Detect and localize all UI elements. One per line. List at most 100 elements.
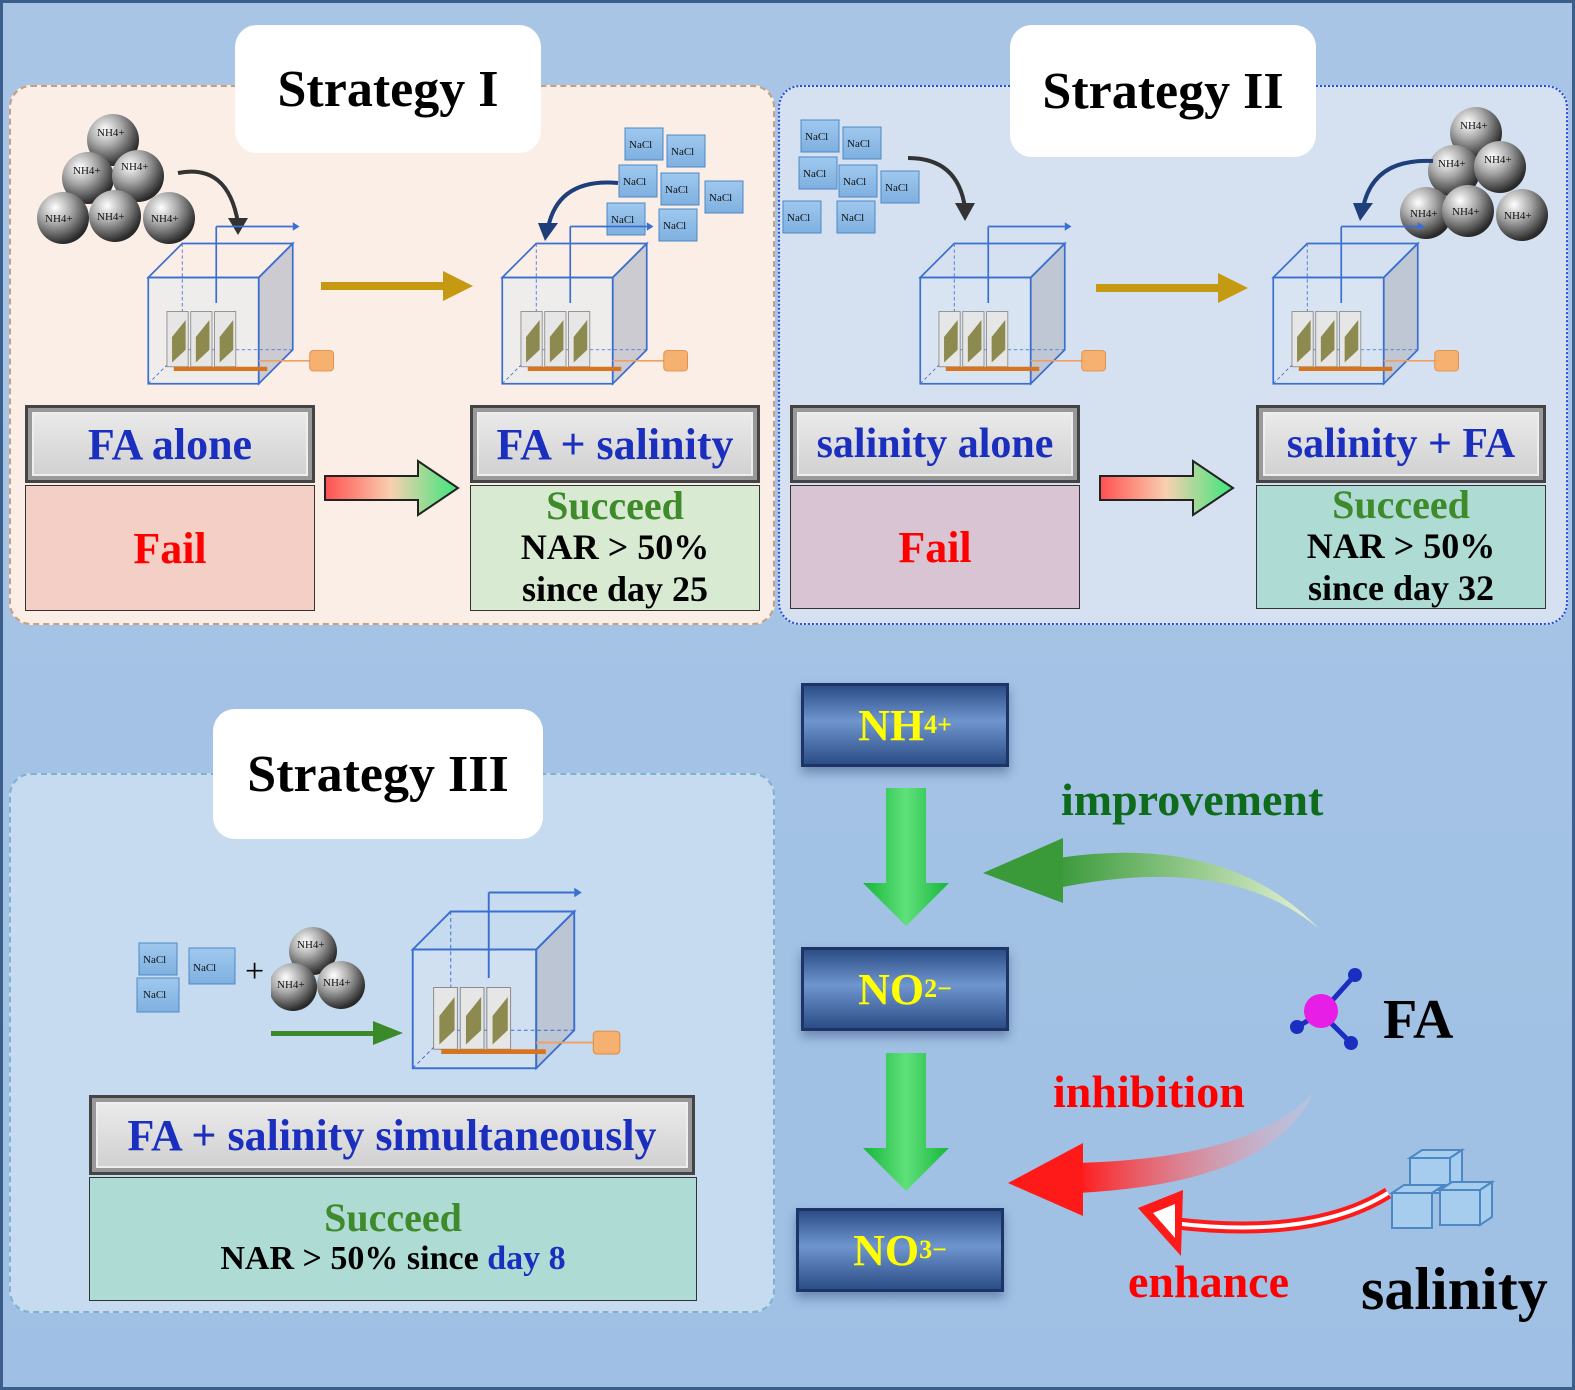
fa-alone-label: FA alone [25, 405, 315, 483]
ammonium-spheres-icon: NH4+ NH4+ NH4+ NH4+ NH4+ NH4+ [37, 114, 195, 244]
salinity-cubes-icon [1388, 1148, 1496, 1229]
ammonium-spheres-icon: NH4+ NH4+ NH4+ [271, 927, 365, 1011]
svg-text:NH4+: NH4+ [277, 979, 305, 991]
svg-text:NaCl: NaCl [629, 139, 652, 151]
reactor-icon [919, 221, 1107, 385]
svg-text:NaCl: NaCl [885, 182, 908, 194]
reactor-icon [147, 221, 335, 385]
down-arrow-icon [863, 1053, 949, 1191]
down-arrow-icon [863, 788, 949, 926]
day-highlight: day 8 [487, 1240, 566, 1277]
day-text: since day 32 [1307, 568, 1494, 608]
day-text: since day 25 [521, 569, 708, 609]
svg-text:NaCl: NaCl [143, 989, 166, 1001]
svg-text:NaCl: NaCl [787, 212, 810, 224]
svg-text:NH4+: NH4+ [1438, 158, 1466, 170]
nar-prefix: NAR > 50% since [220, 1240, 488, 1277]
fa-salinity-result: Succeed NAR > 50% since day 25 [470, 485, 760, 611]
fail-text: Fail [133, 523, 207, 573]
reactor-icon [501, 221, 689, 385]
fa-salinity-label: FA + salinity [470, 405, 760, 483]
fa-molecule-icon [1290, 968, 1362, 1050]
stage-sub: 2 [924, 974, 938, 1003]
arrow-right-icon [271, 1021, 403, 1045]
stage-base: NH [858, 700, 925, 750]
ammonium-spheres-icon: NH4+ NH4+ NH4+ NH4+ NH4+ NH4+ [1400, 107, 1548, 241]
strategy-1-title: Strategy I [235, 25, 541, 153]
nar-text: NAR > 50% [1306, 526, 1496, 566]
stage-sup: + [937, 710, 952, 739]
stage-sub: 4 [924, 710, 938, 739]
fa-alone-result: Fail [25, 485, 315, 611]
stage-base: NO [858, 964, 925, 1014]
svg-text:NaCl: NaCl [611, 214, 634, 226]
arrow-right-icon [321, 271, 473, 301]
svg-text:NH4+: NH4+ [1452, 206, 1480, 218]
svg-text:NaCl: NaCl [663, 220, 686, 232]
stage-sup: − [932, 1235, 947, 1264]
fa-label: FA [1383, 989, 1454, 1051]
svg-text:NH4+: NH4+ [1410, 208, 1438, 220]
strategy-3-title: Strategy III [213, 709, 543, 839]
svg-text:NaCl: NaCl [143, 954, 166, 966]
plus-sign: + [245, 953, 265, 990]
improvement-label: improvement [1061, 774, 1324, 825]
svg-text:NH4+: NH4+ [121, 161, 149, 173]
salinity-label: salinity [1361, 1256, 1548, 1322]
stage-sub: 3 [919, 1235, 933, 1264]
svg-text:NH4+: NH4+ [1460, 120, 1488, 132]
stage-sup: − [937, 974, 952, 1003]
reactor-icon [1272, 221, 1460, 385]
salinity-fa-label: salinity + FA [1256, 405, 1546, 483]
dosing-arrow-icon [538, 180, 619, 241]
salinity-alone-result: Fail [790, 485, 1080, 609]
svg-text:NH4+: NH4+ [323, 977, 351, 989]
stage-base: NO [853, 1225, 920, 1275]
fail-text: Fail [898, 522, 972, 572]
nar-text: NAR > 50% since day 8 [220, 1238, 565, 1280]
nacl-cubes-icon: NaCl NaCl NaCl NaCl NaCl NaCl NaCl [606, 127, 744, 242]
strategy-2-title: Strategy II [1010, 25, 1316, 157]
svg-text:NH4+: NH4+ [73, 165, 101, 177]
dosing-arrow-icon [907, 156, 975, 221]
succeed-text: Succeed [546, 483, 684, 528]
gradient-arrow-icon [324, 459, 460, 517]
svg-text:NaCl: NaCl [671, 146, 694, 158]
fa-salinity-simultaneous-label: FA + salinity simultaneously [89, 1095, 695, 1175]
enhance-arrow-icon [1138, 1187, 1392, 1256]
reactor-icon [411, 886, 621, 1070]
nar-text: NAR > 50% [520, 527, 710, 567]
svg-text:NaCl: NaCl [665, 184, 688, 196]
nacl-cubes-icon: NaCl NaCl NaCl NaCl NaCl NaCl NaCl [782, 119, 920, 234]
gradient-arrow-icon [1099, 459, 1235, 517]
svg-text:NH4+: NH4+ [151, 213, 179, 225]
salinity-fa-result: Succeed NAR > 50% since day 32 [1256, 485, 1546, 609]
svg-text:NH4+: NH4+ [45, 213, 73, 225]
svg-text:NaCl: NaCl [803, 168, 826, 180]
salinity-alone-label: salinity alone [790, 405, 1080, 483]
svg-text:NaCl: NaCl [193, 962, 216, 974]
svg-text:NH4+: NH4+ [97, 127, 125, 139]
arrow-right-icon [1096, 273, 1248, 303]
svg-text:NH4+: NH4+ [97, 211, 125, 223]
svg-text:NaCl: NaCl [843, 176, 866, 188]
svg-text:NaCl: NaCl [709, 192, 732, 204]
svg-text:NH4+: NH4+ [297, 939, 325, 951]
nacl-cubes-icon: NaCl NaCl NaCl [136, 942, 236, 1013]
svg-text:NaCl: NaCl [841, 212, 864, 224]
svg-text:NaCl: NaCl [847, 138, 870, 150]
svg-text:NaCl: NaCl [623, 176, 646, 188]
inhibition-arrow-icon [1008, 1093, 1313, 1216]
succeed-text: Succeed [324, 1195, 462, 1240]
simultaneous-result: Succeed NAR > 50% since day 8 [89, 1177, 697, 1301]
inhibition-label: inhibition [1053, 1066, 1245, 1117]
enhance-label: enhance [1128, 1256, 1289, 1307]
dosing-arrow-icon [1353, 158, 1434, 221]
svg-text:NH4+: NH4+ [1484, 154, 1512, 166]
svg-text:NaCl: NaCl [805, 131, 828, 143]
succeed-text: Succeed [1332, 482, 1470, 527]
